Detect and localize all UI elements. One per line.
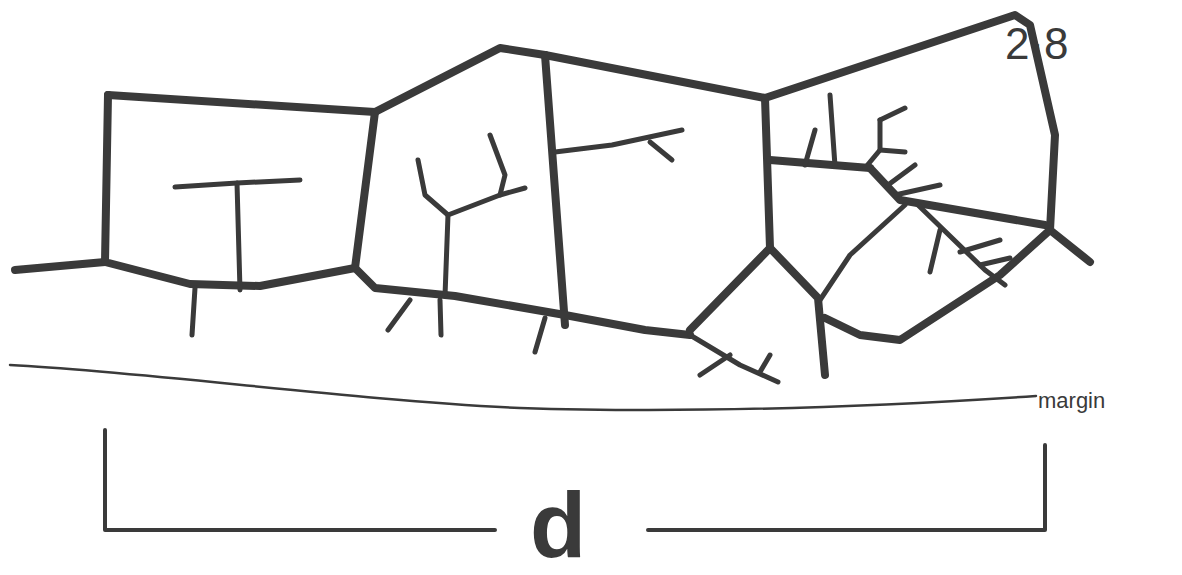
margin-label: margin xyxy=(1038,390,1105,412)
dimension-label: d xyxy=(530,479,586,571)
minor-veins xyxy=(175,95,1010,382)
major-veins xyxy=(15,15,1090,375)
figure-number: 2·8 xyxy=(1005,22,1069,66)
leaf-margin xyxy=(10,365,1036,410)
